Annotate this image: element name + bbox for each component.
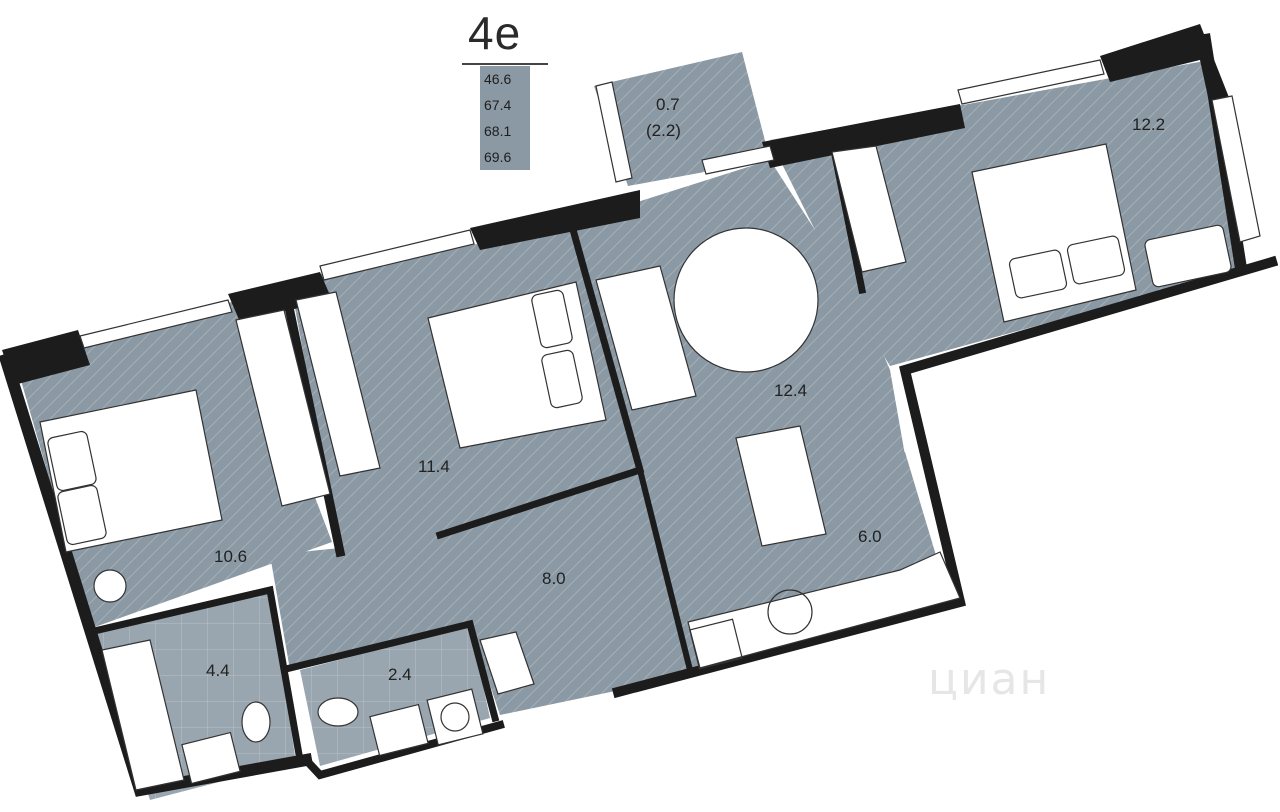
bedroom-right-area: 12.2 (1132, 115, 1165, 134)
title-divider (462, 63, 548, 65)
room-labels: 0.7 (2.2) 12.2 12.4 11.4 10.6 8.0 6.0 4.… (206, 95, 1165, 684)
coffee-table (673, 227, 819, 373)
total-area-full: 69.6 (484, 149, 512, 165)
total-area: 67.4 (484, 97, 512, 113)
toilet-area: 2.4 (388, 665, 412, 684)
toilet-bowl (317, 697, 359, 727)
wardrobe-left (235, 309, 331, 507)
total-area-with-balcony: 68.1 (484, 123, 512, 139)
sink-toilet (369, 703, 429, 757)
sofa (595, 265, 697, 411)
pouf (93, 569, 127, 603)
kitchen-area: 6.0 (858, 527, 882, 546)
windows (79, 59, 1261, 349)
cian-watermark: циан (928, 654, 1051, 705)
wardrobe-middle (295, 291, 381, 477)
bathroom-area: 4.4 (206, 661, 230, 680)
wall-blocks (2, 24, 1230, 385)
bedroom-middle-area: 11.4 (418, 457, 450, 476)
hallway-area: 8.0 (542, 569, 566, 588)
apartment-type-title: 4е (468, 7, 522, 59)
areas-panel: 46.6 67.4 68.1 69.6 (480, 66, 530, 170)
toilet-bowl-bath (241, 701, 271, 743)
dining-table (735, 425, 827, 547)
living-area: 46.6 (484, 71, 512, 87)
hallway-cabinet (479, 631, 535, 695)
balcony-area: 0.7 (656, 95, 680, 114)
bedroom-left-area: 10.6 (214, 547, 247, 566)
wardrobe-right (831, 145, 907, 273)
bed-left (39, 389, 223, 553)
sink-bath (181, 731, 241, 785)
washing-machine (426, 688, 484, 746)
balcony-area-alt: (2.2) (646, 121, 681, 140)
bed-right (971, 143, 1137, 323)
living-room-area: 12.4 (774, 381, 807, 400)
furniture (39, 143, 1232, 791)
bathtub (101, 639, 185, 791)
